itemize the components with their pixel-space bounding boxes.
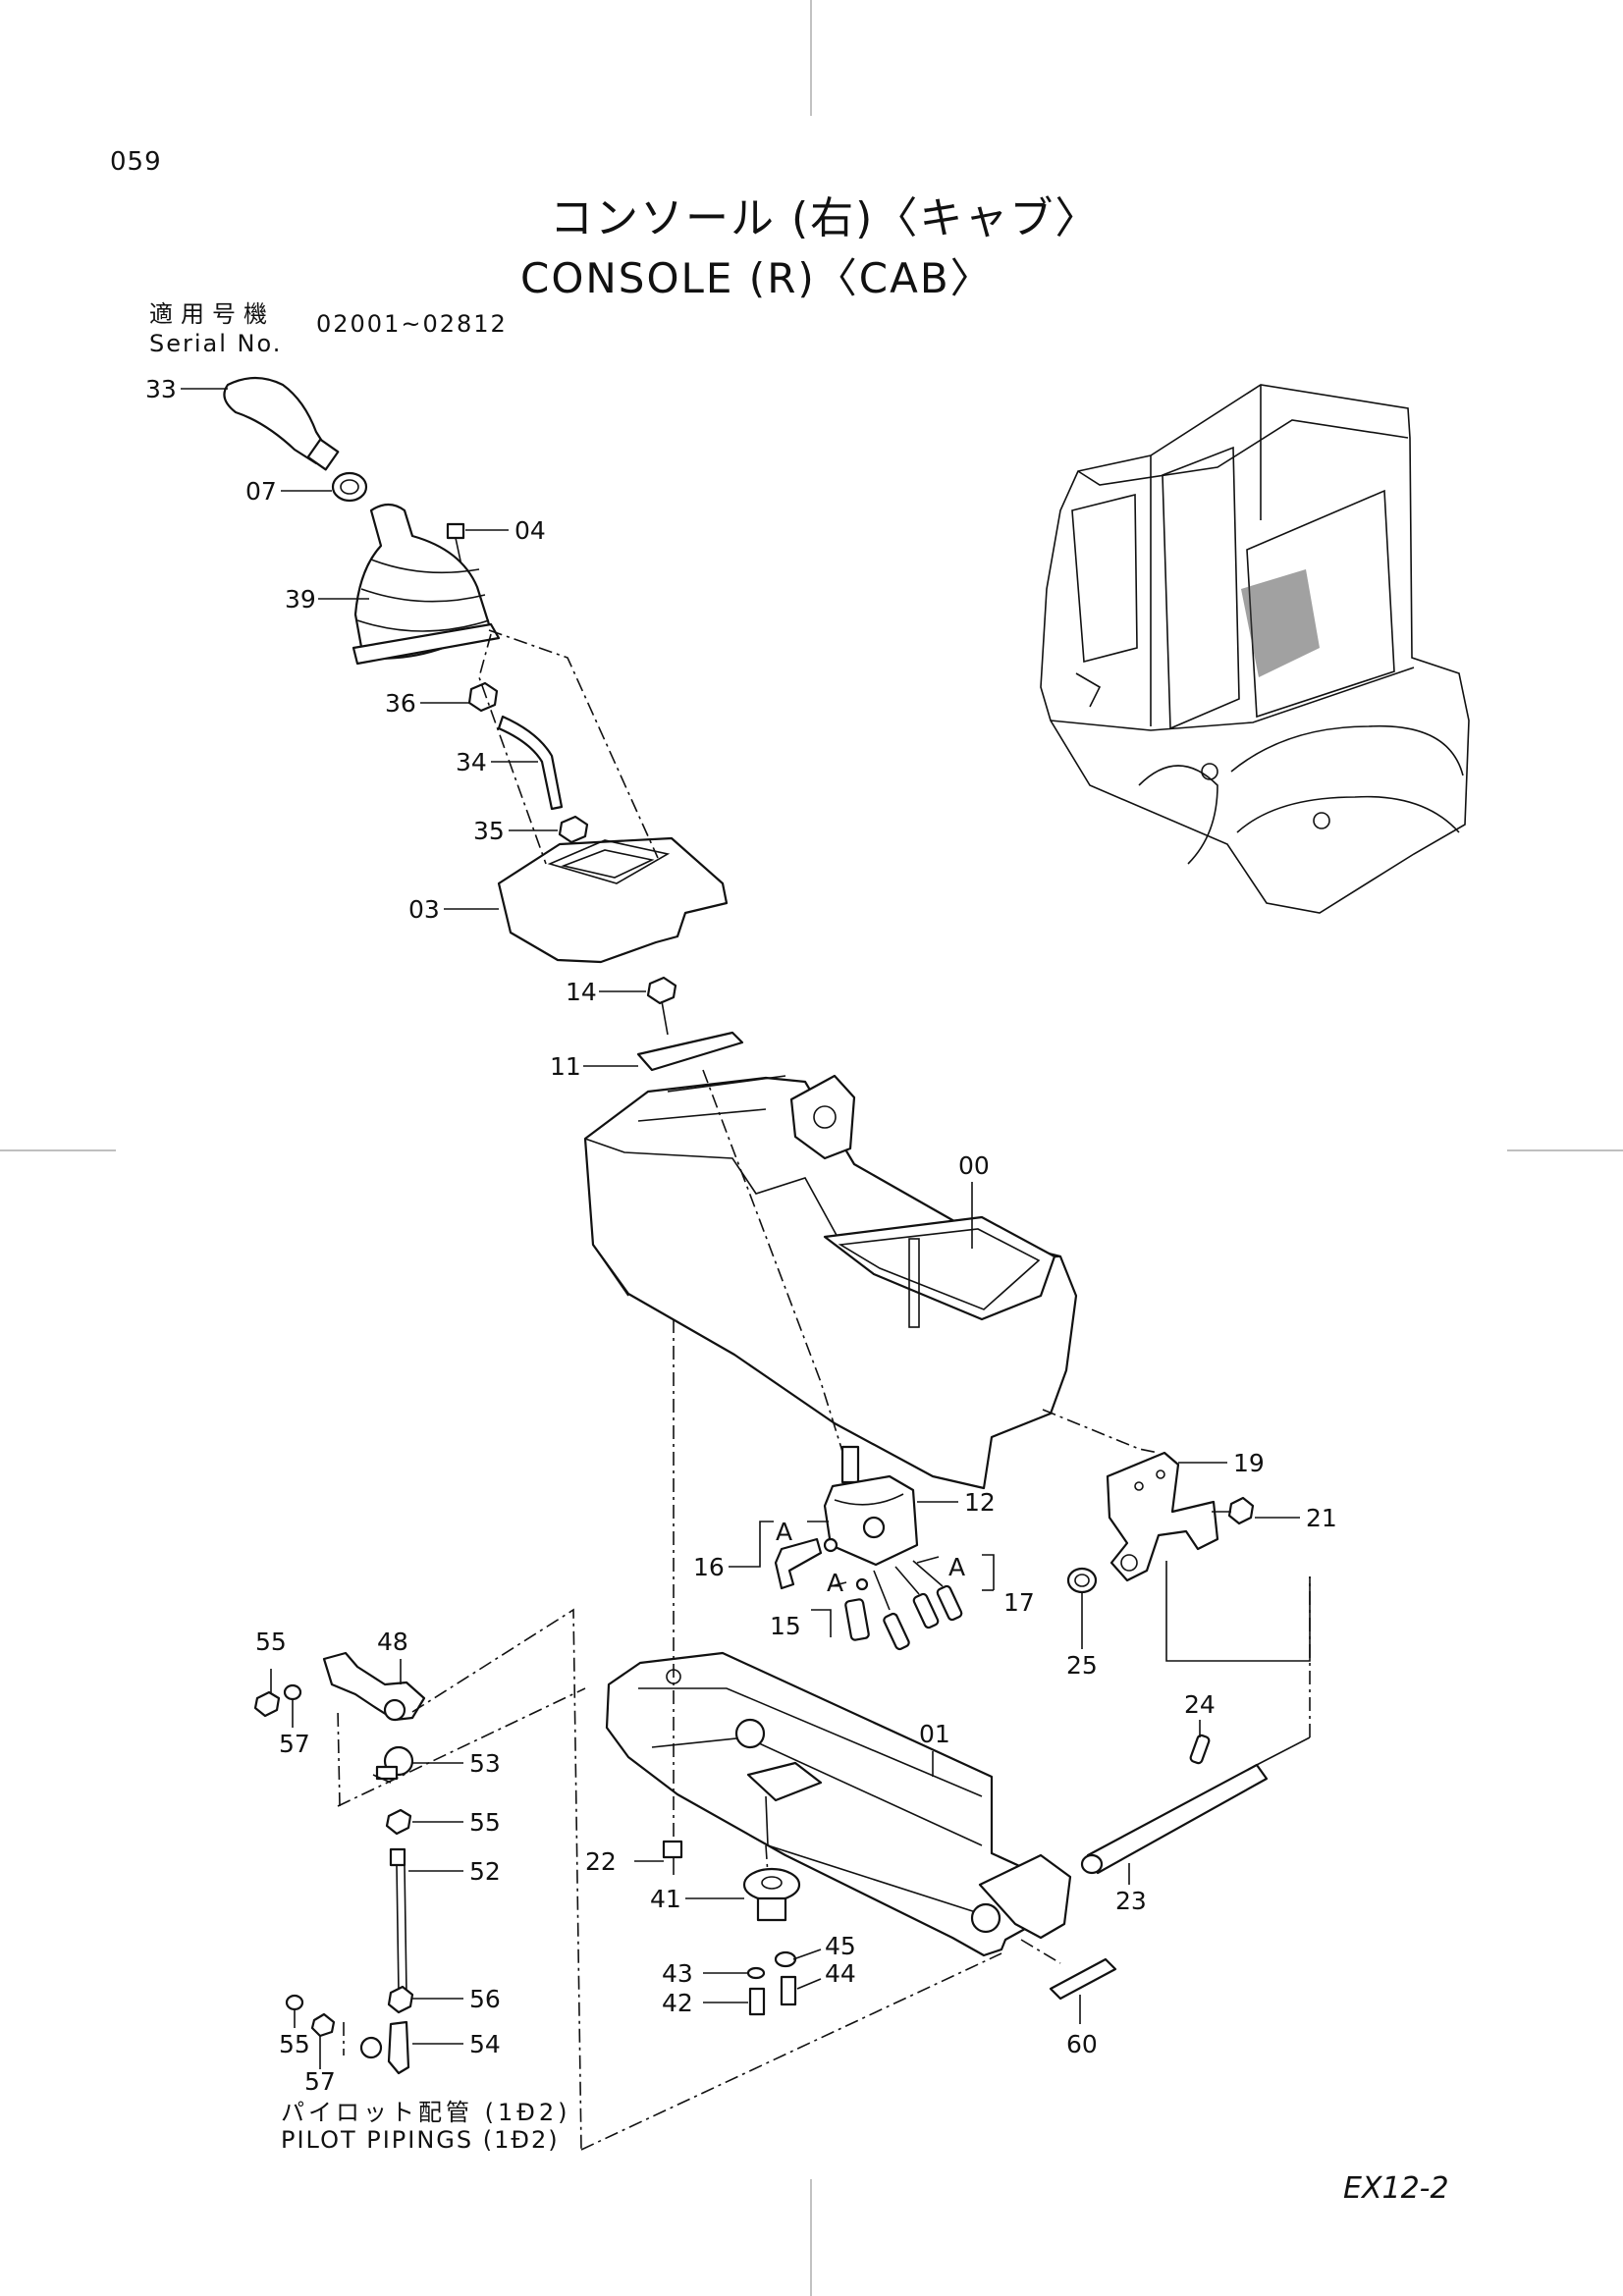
part-number-22: 22 xyxy=(585,1847,617,1876)
part-number-24: 24 xyxy=(1184,1690,1216,1719)
part-number-11: 11 xyxy=(550,1052,581,1081)
part-number-55-lower: 55 xyxy=(279,2030,310,2058)
part-number-54: 54 xyxy=(469,2030,501,2058)
part-number-36: 36 xyxy=(385,689,416,718)
title-english: CONSOLE (R)〈CAB〉 xyxy=(520,254,994,302)
part-number-44: 44 xyxy=(825,1959,856,1988)
part-nut-35 xyxy=(558,815,589,844)
part-number-25: 25 xyxy=(1066,1651,1098,1680)
part-number-15: 15 xyxy=(770,1612,801,1640)
part-number-35: 35 xyxy=(473,817,505,845)
part-number-57-upper: 57 xyxy=(279,1730,310,1758)
part-number-56: 56 xyxy=(469,1985,501,2013)
part-bolt-42 xyxy=(748,1987,766,2016)
pilot-piping-note-japanese: パイロット配管 (1Ð2) xyxy=(281,2099,571,2126)
part-number-04: 04 xyxy=(514,516,546,545)
part-washer-43 xyxy=(746,1966,766,1980)
part-number-12: 12 xyxy=(964,1488,996,1517)
part-number-57-lower: 57 xyxy=(304,2067,336,2096)
part-labels: 33 07 04 39 36 34 35 03 14 11 00 12 19 2… xyxy=(145,375,1337,2096)
pilot-piping-note-english: PILOT PIPINGS (1Ð2) xyxy=(281,2126,560,2154)
part-number-17: 17 xyxy=(1003,1588,1035,1617)
part-pin-23 xyxy=(1080,1763,1269,1875)
part-number-43: 43 xyxy=(662,1959,693,1988)
view-marker-a-lower: A xyxy=(827,1569,843,1597)
part-lever xyxy=(497,715,564,811)
part-boot xyxy=(352,503,501,666)
serial-label-japanese: 適用号機 xyxy=(149,300,275,328)
part-number-03: 03 xyxy=(408,895,440,924)
part-pilot-piping xyxy=(253,1651,426,2075)
part-bolt-44 xyxy=(780,1975,797,2006)
part-number-00: 00 xyxy=(958,1151,990,1180)
part-pivot-41 xyxy=(742,1867,801,1922)
part-bolt-22 xyxy=(662,1840,683,1875)
part-bolt-21 xyxy=(1212,1496,1255,1525)
part-console-body xyxy=(583,1074,1078,1490)
part-number-14: 14 xyxy=(566,978,597,1006)
part-washer-25 xyxy=(1066,1567,1098,1594)
page-number: 059 xyxy=(110,147,162,177)
part-strip-60 xyxy=(1049,1957,1117,2001)
view-marker-a-right: A xyxy=(948,1553,965,1581)
part-number-55-middle: 55 xyxy=(469,1808,501,1837)
part-plate-11 xyxy=(636,1031,744,1072)
part-number-33: 33 xyxy=(145,375,177,403)
part-ring xyxy=(331,471,368,503)
part-number-23: 23 xyxy=(1115,1887,1147,1915)
part-number-41: 41 xyxy=(650,1885,681,1913)
part-number-34: 34 xyxy=(456,748,487,776)
part-number-07: 07 xyxy=(245,477,277,506)
part-number-21: 21 xyxy=(1306,1504,1337,1532)
view-marker-a-left: A xyxy=(776,1518,792,1546)
part-washer-45 xyxy=(774,1950,797,1968)
part-bolt-14 xyxy=(646,976,677,1036)
footer-code: EX12-2 xyxy=(1343,2171,1449,2206)
part-pilot-valve xyxy=(823,1445,919,1567)
leader-lines xyxy=(181,388,1300,2069)
part-fittings-15-17 xyxy=(844,1560,963,1651)
part-number-19: 19 xyxy=(1233,1449,1265,1477)
part-number-16: 16 xyxy=(693,1553,725,1581)
serial-label-english: Serial No. xyxy=(149,330,283,357)
part-cover xyxy=(497,836,729,964)
title-japanese: コンソール (右)〈キャブ〉 xyxy=(550,193,1101,243)
part-pin-24 xyxy=(1189,1734,1211,1765)
part-number-48: 48 xyxy=(377,1628,408,1656)
part-number-52: 52 xyxy=(469,1857,501,1886)
part-lower-frame xyxy=(605,1651,1072,1957)
cab-illustration xyxy=(1040,384,1470,914)
part-number-53: 53 xyxy=(469,1749,501,1778)
part-number-01: 01 xyxy=(919,1720,950,1748)
serial-range: 02001~02812 xyxy=(316,310,508,338)
part-bracket-19 xyxy=(1106,1451,1219,1582)
part-number-39: 39 xyxy=(285,585,316,614)
part-number-60: 60 xyxy=(1066,2030,1098,2058)
part-fitting-16 xyxy=(774,1537,839,1590)
part-number-45: 45 xyxy=(825,1932,856,1960)
part-grip xyxy=(223,376,340,471)
part-number-55-upper: 55 xyxy=(255,1628,287,1656)
part-number-42: 42 xyxy=(662,1989,693,2017)
